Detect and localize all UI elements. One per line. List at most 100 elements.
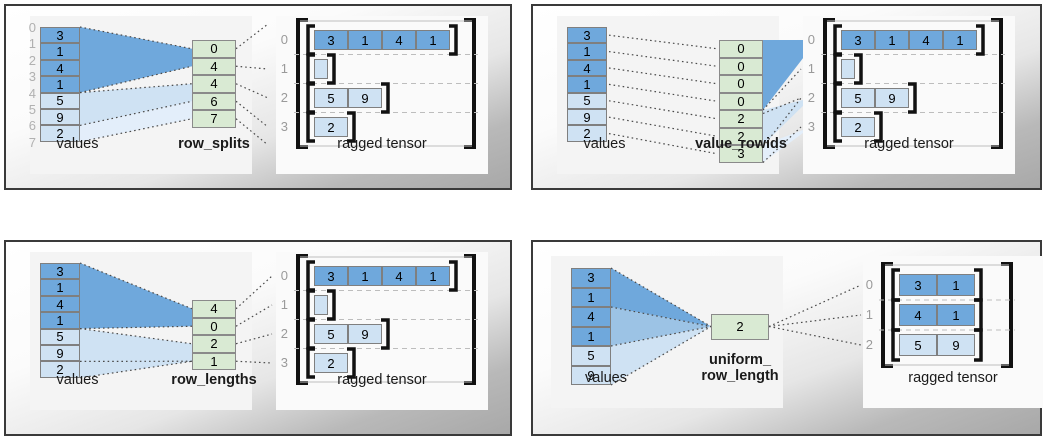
tensor-row-index: 0 [280,32,288,47]
tensor-cell: 4 [909,30,943,50]
tensor-cell: 2 [314,353,348,373]
encoding-cell: 4 [192,57,236,75]
value-index-label: 3 [28,69,36,85]
values-caption: values [583,136,626,152]
tensor-caption: ragged tensor [908,370,998,386]
tensor-row-index: 0 [865,277,873,292]
tensor-row-index: 1 [865,307,873,322]
encoding-cell: 6 [192,92,236,110]
tensor-cell: 1 [937,304,975,326]
value-cell: 2 [40,125,80,142]
tensor-cell: 2 [841,117,875,137]
encoding-cell: 2 [719,110,763,128]
value-cell: 1 [40,76,80,93]
tensor-cell: 1 [348,266,382,286]
tensor-cell-empty [314,59,328,79]
value-cell: 4 [40,295,80,313]
tensor-row-index: 2 [807,90,815,105]
tensor-caption: ragged tensor [337,136,427,152]
tensor-cell: 5 [314,88,348,108]
value-index-label: 6 [28,118,36,134]
encoding-caption: uniform_ row_length [701,352,779,384]
value-cell: 1 [40,43,80,60]
tensor-cell: 1 [416,30,450,50]
tensor-cell: 3 [841,30,875,50]
tensor-row-index: 2 [865,337,873,352]
encoding-cell: 2 [192,335,236,353]
tensor-cell-empty [841,59,855,79]
encoding-cell: 2 [719,127,763,145]
tensor-cell: 9 [348,88,382,108]
tensor-row-index: 1 [280,61,288,76]
tensor-cell: 9 [937,334,975,356]
encoding-column-uniform_row_length: 2 [711,313,769,340]
tensor-cell: 5 [899,334,937,356]
value-cell: 9 [40,109,80,126]
value-cell: 1 [40,312,80,329]
encoding-cell: 4 [192,300,236,318]
value-index-label: 1 [28,36,36,52]
value-cell: 1 [571,326,611,346]
tensor-cell: 4 [382,266,416,286]
tensor-cell: 3 [899,274,937,296]
tensor-cell: 5 [314,324,348,344]
tensor-cell: 1 [875,30,909,50]
tensor-cell: 4 [899,304,937,326]
value-cell: 5 [40,92,80,109]
tensor-cell: 2 [314,117,348,137]
value-index-label: 0 [28,20,36,35]
tensor-row-index: 0 [807,32,815,47]
tensor-caption: ragged tensor [337,372,427,388]
tensor-cell-empty [314,295,328,315]
tensor-cell: 3 [314,30,348,50]
encoding-cell: 0 [719,75,763,93]
tensor-row-index: 3 [280,355,288,370]
encoding-cell: 1 [192,352,236,370]
value-cell: 9 [571,365,611,385]
value-index-label: 7 [28,134,36,150]
encoding-caption: value_rowids [695,136,787,152]
tensor-row-index: 0 [280,268,288,283]
encoding-cell: 7 [192,110,236,128]
value-cell: 3 [567,27,607,44]
value-cell: 1 [40,279,80,296]
encoding-caption: row_lengths [171,372,257,388]
encoding-cell: 0 [192,40,236,58]
tensor-cell: 3 [314,266,348,286]
encoding-cell: 4 [192,75,236,93]
encoding-cell: 0 [719,92,763,110]
tensor-cell: 1 [416,266,450,286]
value-cell: 3 [571,268,611,288]
value-index-label: 5 [28,102,36,117]
values-caption: values [56,136,99,152]
value-cell: 3 [40,263,80,280]
value-cell: 9 [40,345,80,362]
value-cell: 5 [567,92,607,109]
tensor-row-index: 1 [807,61,815,76]
tensor-row-index: 3 [280,119,288,134]
value-cell: 1 [567,76,607,93]
value-index-label: 4 [28,85,36,101]
tensor-row-index: 2 [280,90,288,105]
tensor-cell: 9 [348,324,382,344]
tensor-cell: 4 [382,30,416,50]
value-cell: 2 [567,125,607,142]
tensor-row-index: 3 [807,119,815,134]
value-cell: 2 [40,361,80,378]
value-cell: 1 [567,43,607,60]
encoding-cell: 2 [711,313,769,340]
encoding-caption: row_splits [178,136,250,152]
value-cell: 5 [40,328,80,345]
encoding-cell: 0 [192,317,236,335]
